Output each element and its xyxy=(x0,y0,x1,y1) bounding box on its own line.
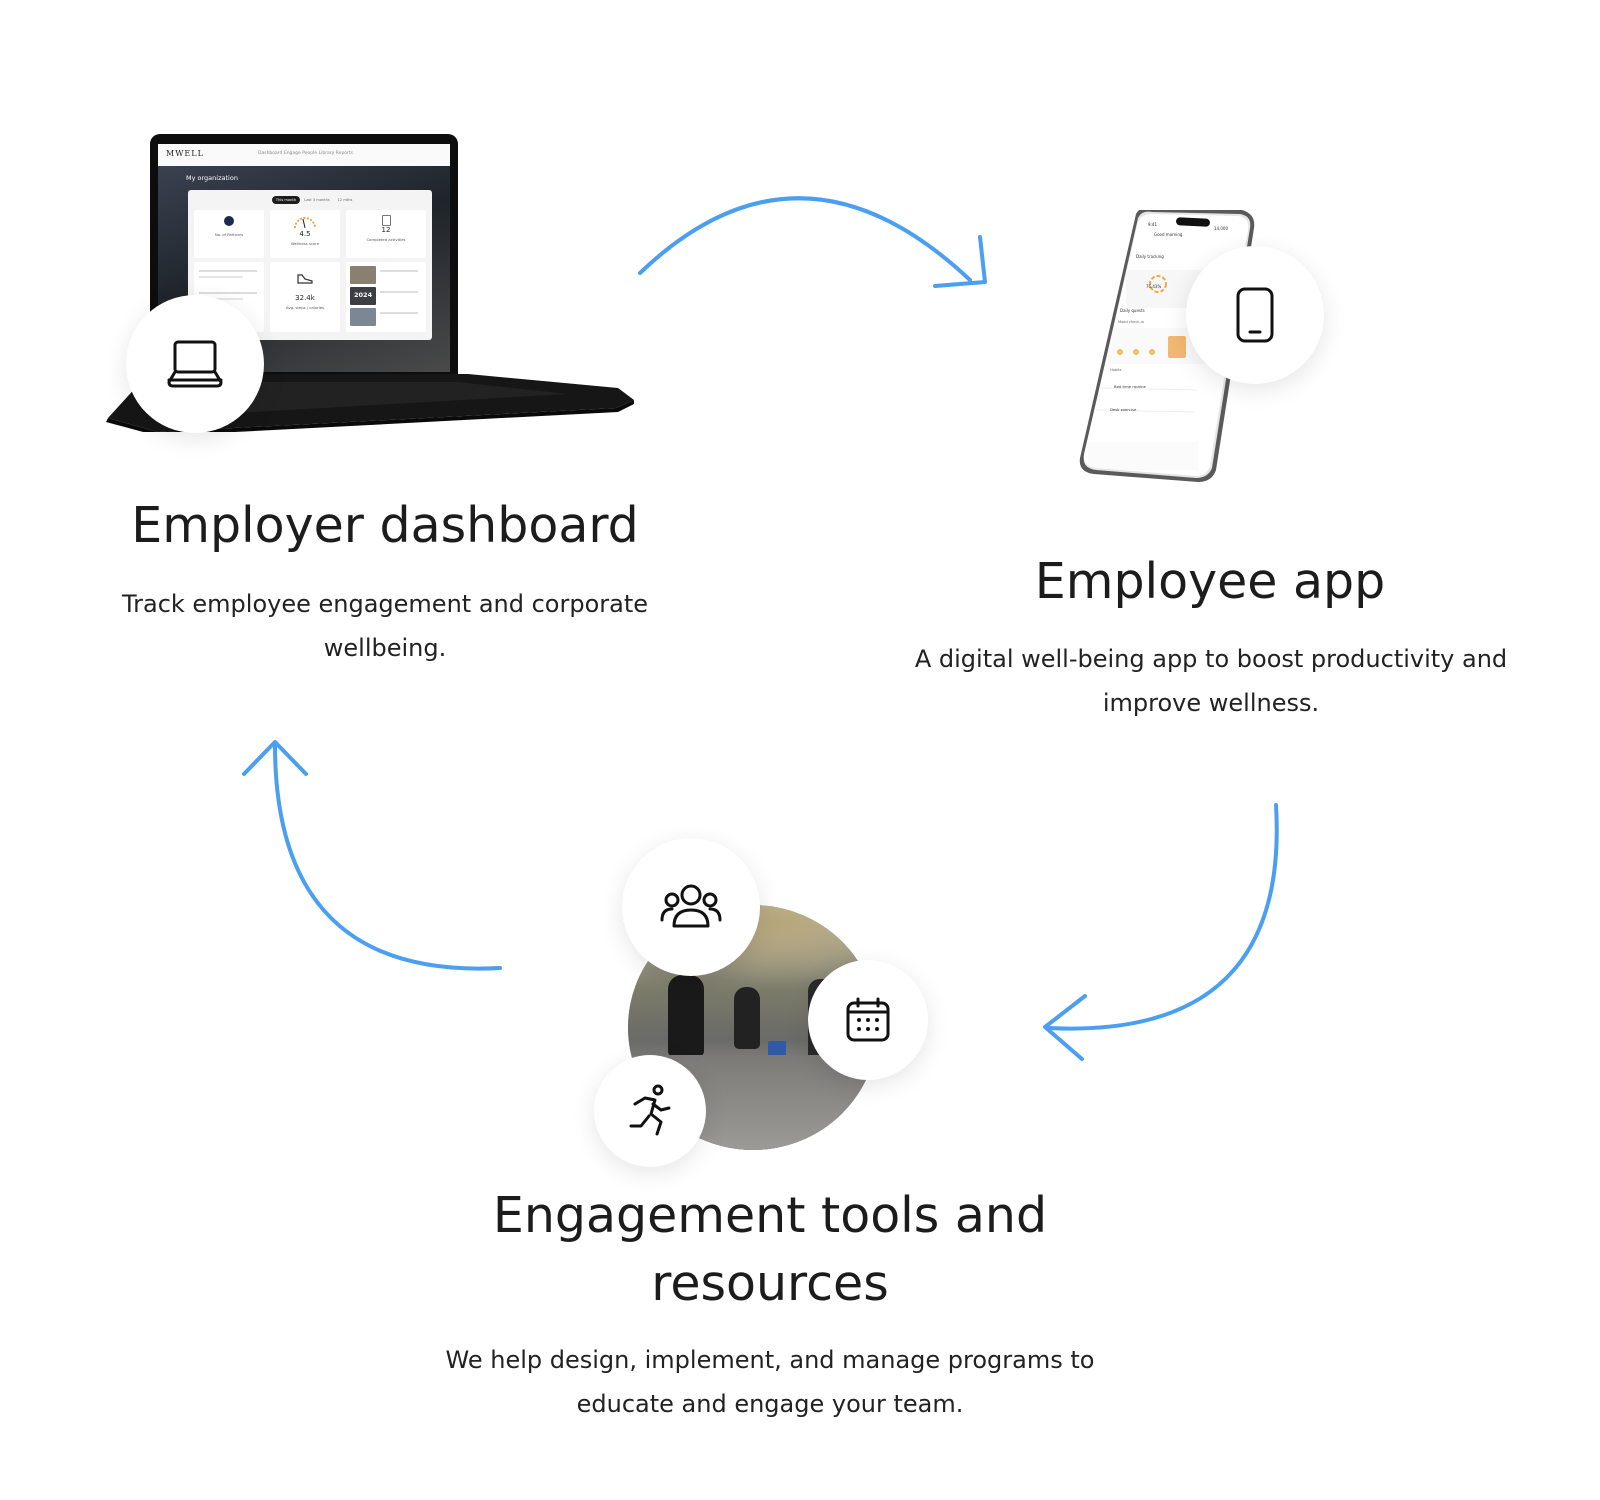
tab-last-3-months[interactable]: Last 3 months xyxy=(304,198,330,202)
engagement-heading: Engagement tools and resources xyxy=(492,1187,1048,1312)
phone-steps-value: 76.43% xyxy=(1146,284,1162,289)
dashboard-topbar: MWELL Dashboard Engage People Library Re… xyxy=(158,144,450,166)
calendar-icon-badge xyxy=(808,960,928,1080)
wellness-score: 4.5 xyxy=(299,230,311,238)
smartphone-icon xyxy=(1236,287,1274,343)
calendar-icon xyxy=(846,997,890,1042)
challenges-card: 2024 xyxy=(346,262,426,332)
phone-habit-2[interactable]: Desk exercise xyxy=(1110,407,1137,412)
runner-silhouette-1 xyxy=(668,975,704,1057)
arrow-head-right xyxy=(1043,994,1087,1061)
laptop-icon-badge xyxy=(126,295,264,433)
phone-habits: Habits xyxy=(1110,368,1122,372)
challenge-thumb-1 xyxy=(350,266,376,284)
activities-count: 12 xyxy=(381,226,391,234)
members-label: No. of Partners xyxy=(214,232,244,237)
running-person-icon xyxy=(629,1084,671,1136)
activities-icon xyxy=(382,215,391,226)
phone-mood-checkin: Mood check-in xyxy=(1118,320,1145,324)
phone-greeting: Good morning xyxy=(1154,232,1183,237)
calories-label: Avg. steps / calories xyxy=(285,305,325,310)
tab-this-month[interactable]: This month xyxy=(272,196,300,204)
arrow-dashboard-to-app xyxy=(638,196,972,282)
arrow-head-left xyxy=(242,740,308,776)
laptop-icon xyxy=(167,340,223,388)
users-icon-badge xyxy=(622,838,760,976)
running-person-icon-badge xyxy=(594,1055,706,1167)
phone-points: 14,000 xyxy=(1214,226,1228,231)
arrow-head-top xyxy=(933,235,987,288)
activities-card: 12 Completed activities xyxy=(346,210,426,258)
challenge-thumb-3 xyxy=(350,308,376,326)
runner-silhouette-2 xyxy=(734,987,760,1049)
employee-app-heading: Employee app xyxy=(1034,553,1386,610)
employee-app-description: A digital well-being app to boost produc… xyxy=(914,645,1508,717)
wellness-label: Wellness score xyxy=(290,241,320,246)
users-icon xyxy=(660,884,722,928)
sneaker-icon xyxy=(297,274,313,284)
dashboard-org-title: My organization xyxy=(186,174,238,182)
activities-label: Completed activities xyxy=(366,237,406,242)
laptop-mockup: MWELL Dashboard Engage People Library Re… xyxy=(0,0,700,460)
phone-habit-1[interactable]: Bed time routine xyxy=(1114,384,1146,389)
dashboard-heading: Employer dashboard xyxy=(131,497,639,554)
engagement-description: We help design, implement, and manage pr… xyxy=(445,1346,1095,1418)
year-badge: 2024 xyxy=(354,291,373,299)
challenge-thumb-2: 2024 xyxy=(350,287,376,305)
phone-daily-tracking: Daily tracking xyxy=(1136,254,1164,259)
dashboard-logo: MWELL xyxy=(166,149,204,158)
phone-time: 9:41 xyxy=(1148,222,1157,227)
dashboard-nav: Dashboard Engage People Library Reports xyxy=(258,151,354,156)
arrow-app-to-engagement xyxy=(1046,803,1279,1031)
calories-card: 32.4k Avg. steps / calories xyxy=(270,262,340,332)
smartphone-icon-badge xyxy=(1186,246,1324,384)
members-avatar xyxy=(224,216,234,226)
wellness-gauge-icon xyxy=(294,217,316,229)
arrow-engagement-to-dashboard xyxy=(273,743,502,971)
wellness-card: 4.5 Wellness score xyxy=(270,210,340,258)
tab-12-months[interactable]: 12 mths xyxy=(337,198,353,202)
dashboard-card: This month Last 3 months 12 mths No. of … xyxy=(188,190,432,340)
dashboard-description: Track employee engagement and corporate … xyxy=(121,590,649,662)
phone-daily-quests: Daily quests xyxy=(1120,308,1145,313)
calories-value: 32.4k xyxy=(295,294,315,302)
members-card: No. of Partners xyxy=(194,210,264,258)
